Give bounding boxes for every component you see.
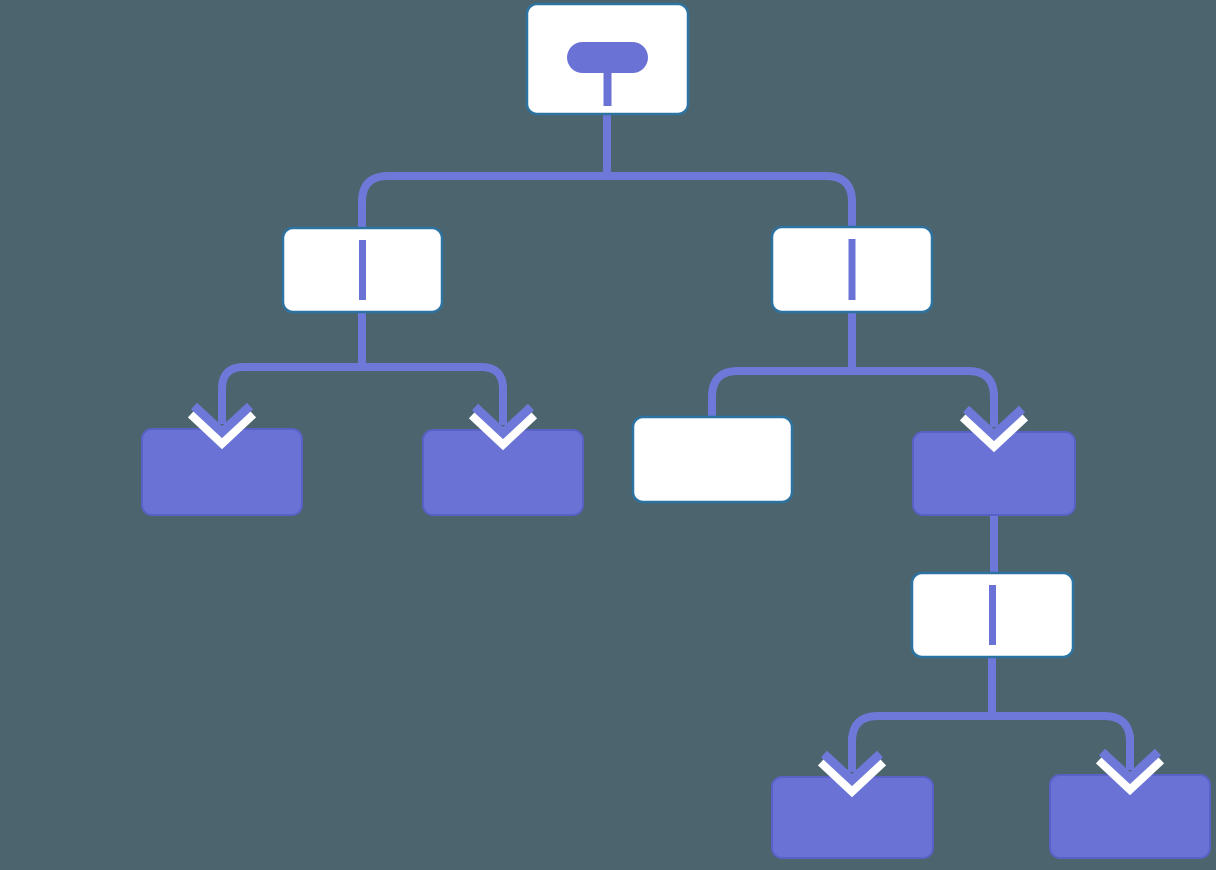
chevron-outline bbox=[1095, 754, 1165, 796]
span-right-children bbox=[708, 367, 998, 421]
arrow-task-left-b-chevron-down-icon bbox=[468, 390, 538, 451]
start-pill-icon bbox=[567, 42, 648, 73]
pass-through-bar-icon bbox=[848, 239, 856, 300]
pass-through-bar-icon bbox=[359, 240, 366, 300]
span-level2 bbox=[358, 172, 856, 232]
node-gate-bottom bbox=[910, 571, 1075, 659]
chevron-outline bbox=[187, 408, 257, 450]
node-gate-left bbox=[281, 226, 444, 314]
chevron-inner bbox=[962, 405, 1026, 442]
nodes-layer bbox=[141, 2, 1211, 859]
plain-right-box bbox=[631, 415, 794, 504]
start-pill-stem bbox=[603, 70, 612, 106]
arrow-task-right-chevron-down-icon bbox=[959, 392, 1029, 453]
arrow-task-left-a-chevron-down-icon bbox=[187, 389, 257, 450]
arrow-task-bottom-left-chevron-down-icon bbox=[817, 737, 887, 798]
arrow-task-bottom-right-chevron-down-icon bbox=[1095, 735, 1165, 796]
edges-layer bbox=[218, 112, 1134, 745]
node-gate-right bbox=[770, 225, 934, 314]
chevron-outline bbox=[959, 411, 1029, 453]
chevron-inner bbox=[1098, 748, 1162, 785]
span-left-children bbox=[218, 363, 507, 398]
span-bottom-children bbox=[848, 712, 1134, 745]
node-plain-right bbox=[631, 415, 794, 504]
chevron-inner bbox=[820, 750, 884, 787]
chevron-inner bbox=[190, 402, 254, 439]
pass-through-bar-icon bbox=[989, 585, 996, 645]
chevron-inner bbox=[471, 403, 535, 440]
markers-layer bbox=[187, 389, 1165, 798]
node-root-node bbox=[525, 2, 690, 116]
chevron-outline bbox=[817, 756, 887, 798]
chevron-outline bbox=[468, 409, 538, 451]
